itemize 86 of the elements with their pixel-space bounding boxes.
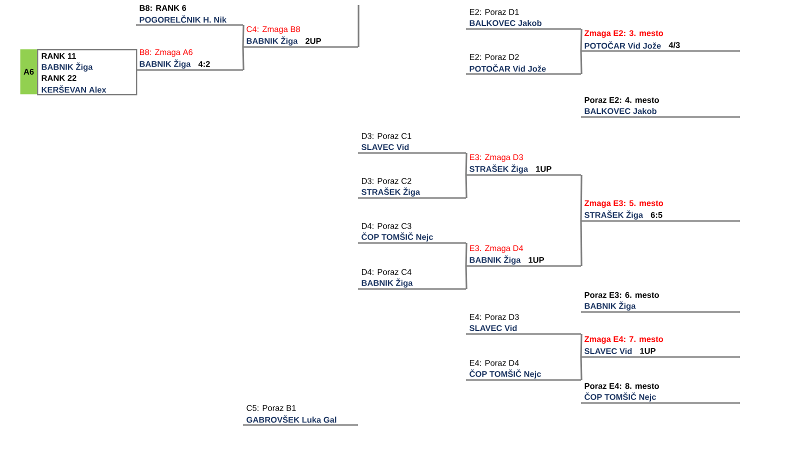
match-label: Poraz E3: 6. mesto — [584, 292, 659, 298]
bracket-slot — [581, 97, 740, 118]
match-label: B8: RANK 6 — [140, 5, 186, 11]
score: 2UP — [306, 38, 322, 44]
score: 6:5 — [650, 212, 662, 218]
player-name: KERŠEVAN Alex — [42, 85, 106, 93]
bracket-slot — [358, 178, 466, 199]
player-name: POTOČAR Vid Jože — [584, 41, 661, 49]
bracket-line — [465, 152, 468, 175]
player-name: BABNIK Žiga — [584, 301, 636, 311]
match-label: Zmaga E2: 3. mesto — [584, 30, 664, 38]
bracket-line — [580, 28, 582, 52]
match-box — [37, 49, 138, 96]
player-name: GABROVŠEK Luka Gal — [246, 415, 336, 423]
player-name: BALKOVEC Jakob — [470, 20, 542, 26]
bracket-line — [358, 5, 360, 47]
player-name: SLAVEC Vid — [584, 348, 632, 354]
bracket-slot — [136, 5, 243, 26]
player-name: POGORELČNIK H. Nik — [140, 15, 227, 23]
player-name: BABNIK Žiga — [246, 36, 298, 46]
match-label: C4: Zmaga B8 — [246, 26, 300, 34]
bracket-slot — [243, 26, 358, 48]
score: 1UP — [536, 166, 552, 172]
player-name: POTOČAR Vid Jože — [470, 64, 546, 72]
bracket-slot — [358, 223, 466, 244]
player-name: ČOP TOMŠIČ Nejc — [362, 232, 433, 242]
player-name: BABNIK Žiga — [362, 278, 413, 288]
bracket-slot — [466, 9, 581, 30]
player-name: BABNIK Žiga — [42, 62, 93, 72]
rank-label: RANK 11 — [42, 53, 76, 59]
bracket-slot — [136, 49, 243, 71]
bracket-slot — [243, 405, 358, 426]
bracket-slot — [466, 154, 581, 176]
player-name: SLAVEC Vid — [362, 144, 409, 150]
match-label: E3: Zmaga D3 — [470, 154, 523, 162]
match-label: E2: Poraz D1 — [470, 9, 519, 15]
group-tag: A6 — [20, 49, 38, 94]
bracket-slot — [466, 54, 581, 75]
match-label: D4: Poraz C3 — [362, 223, 412, 229]
player-name: STRAŠEK Žiga — [470, 164, 528, 174]
bracket-line — [580, 174, 582, 221]
player-name: STRAŠEK Žiga — [362, 187, 420, 197]
player-name: BALKOVEC Jakob — [584, 108, 656, 114]
match-label: E2: Poraz D2 — [470, 54, 519, 60]
score: 1UP — [640, 348, 656, 354]
match-label: Zmaga E4: 7. mesto — [584, 336, 664, 344]
bracket-line — [580, 220, 582, 266]
match-label: Zmaga E3: 5. mesto — [584, 200, 664, 208]
bracket-slot — [358, 269, 466, 290]
player-name: SLAVEC Vid — [470, 324, 517, 332]
bracket-line — [580, 50, 582, 74]
bracket-line — [242, 46, 244, 70]
score: 4:2 — [198, 61, 210, 67]
bracket-slot — [581, 292, 740, 313]
player-name: STRAŠEK Žiga — [584, 210, 644, 220]
player-name: ČOP TOMŠIČ Nejc — [470, 369, 541, 379]
match-label: C5: Poraz B1 — [246, 405, 296, 411]
bracket-line — [580, 334, 582, 357]
score: 4/3 — [668, 42, 680, 48]
bracket-line — [580, 356, 582, 380]
bracket-slot — [581, 200, 740, 222]
match-label: D3: Poraz C2 — [362, 178, 412, 184]
match-label: Poraz E2: 4. mesto — [584, 97, 659, 103]
bracket-slot — [581, 383, 740, 404]
bracket-slot — [466, 360, 581, 381]
player-name: BABNIK Žiga — [140, 59, 191, 69]
score: 1UP — [528, 257, 544, 263]
match-label: D3: Poraz C1 — [362, 133, 412, 139]
match-label: E4: Poraz D4 — [470, 360, 519, 366]
match-label: E4: Poraz D3 — [470, 314, 519, 320]
rank-label: RANK 22 — [42, 75, 76, 81]
bracket-line — [465, 174, 468, 198]
match-label: D4: Poraz C4 — [362, 269, 412, 275]
match-label: B8: Zmaga A6 — [140, 49, 192, 57]
bracket-slot — [581, 336, 740, 358]
bracket-slot — [466, 245, 581, 267]
player-name: ČOP TOMŠIČ Nejc — [584, 392, 656, 402]
bracket-slot — [466, 314, 581, 335]
player-name: BABNIK Žiga — [470, 255, 521, 265]
bracket-slot — [581, 30, 740, 52]
match-label: Poraz E4: 8. mesto — [584, 383, 659, 389]
bracket-line — [242, 24, 244, 48]
bracket-line — [465, 266, 468, 290]
match-label: E3. Zmaga D4 — [470, 245, 524, 253]
bracket-slot — [358, 133, 466, 154]
bracket-line — [465, 242, 468, 266]
